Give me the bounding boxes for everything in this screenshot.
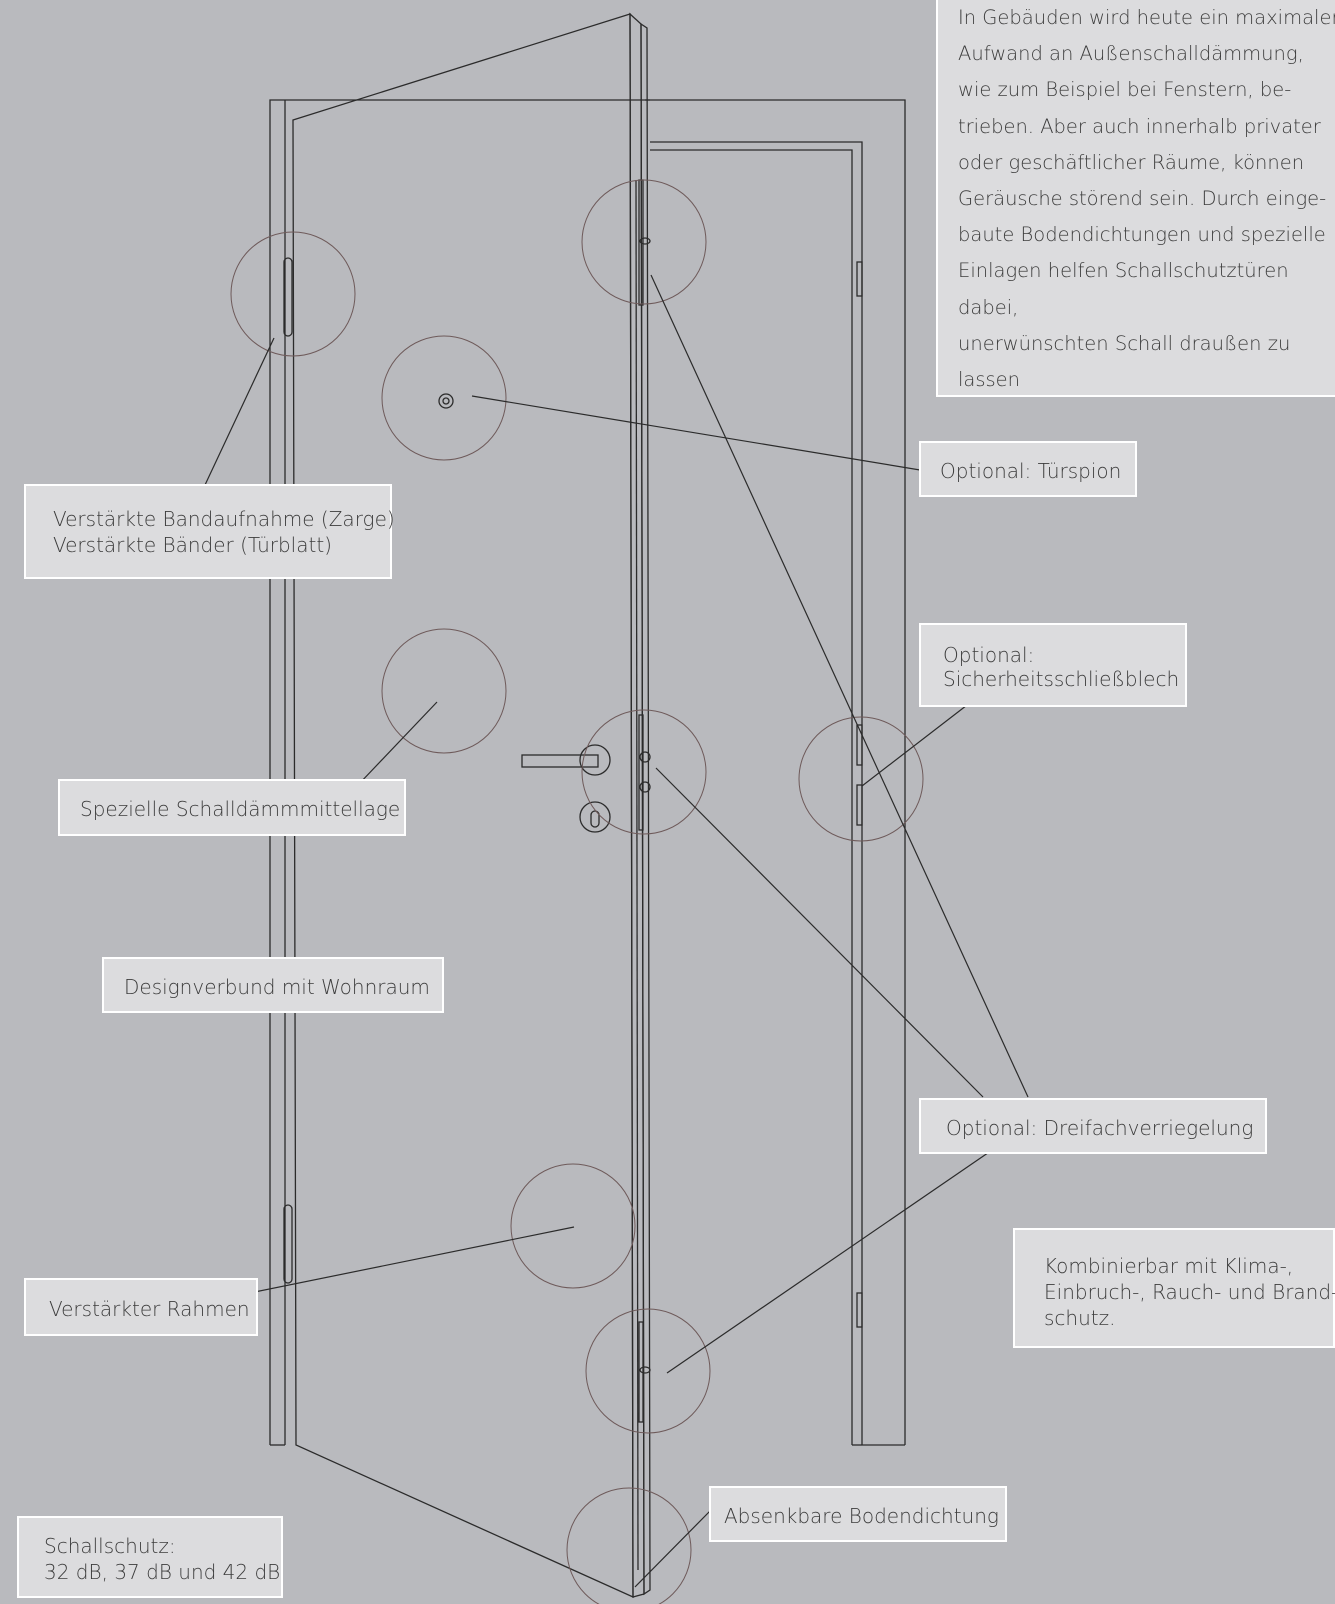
lock-bolts [638,179,863,1423]
callout-schallschutz: Schallschutz: 32 dB, 37 dB und 42 dB [17,1516,283,1598]
callout-rahmen: Verstärkter Rahmen [24,1278,258,1336]
leader-lines [196,274,1029,1588]
callout-mittellage-label: Spezielle Schalldämmmittellage [80,797,401,821]
callout-kombinierbar-line3: schutz. [1044,1306,1116,1330]
circle-peephole [381,335,507,461]
circle-floor-seal [566,1487,692,1604]
callout-rahmen-label: Verstärkter Rahmen [49,1297,250,1321]
callout-tuerspion: Optional: Türspion [919,441,1137,497]
callout-tuerspion-label: Optional: Türspion [940,459,1122,483]
callout-bandaufnahme-line1: Verstärkte Bandaufnahme (Zarge) [53,507,395,531]
circle-core-layer [381,628,507,754]
peephole-icon [438,393,454,409]
hinges [283,257,863,1328]
callout-schliessblech-line2: Sicherheitsschließblech [943,667,1180,691]
door-handle-icon [521,744,611,833]
circle-bolt-top [581,179,707,305]
callout-schallschutz-line1: Schallschutz: [44,1534,176,1558]
circle-frame [510,1163,636,1289]
callout-dreifachverriegelung-label: Optional: Dreifachverriegelung [946,1116,1254,1140]
callout-bandaufnahme-line2: Verstärkte Bänder (Türblatt) [53,533,332,557]
door-frame [269,99,906,1446]
callout-designverbund-label: Designverbund mit Wohnraum [124,975,430,999]
callout-schliessblech-line1: Optional: [943,643,1035,667]
callout-dreifachverriegelung: Optional: Dreifachverriegelung [919,1098,1267,1154]
callout-bandaufnahme: Verstärkte Bandaufnahme (Zarge) Verstärk… [24,484,395,579]
callout-schallschutz-line2: 32 dB, 37 dB und 42 dB [44,1560,281,1584]
circle-bolt-bottom [585,1308,711,1434]
callout-mittellage: Spezielle Schalldämmmittellage [58,779,406,836]
circle-hinge-top [230,231,356,357]
callout-kombinierbar-line2: Einbruch-, Rauch- und Brand- [1044,1280,1335,1304]
callout-bodendichtung-label: Absenkbare Bodendichtung [724,1504,999,1528]
highlight-circles [230,179,924,1604]
callout-schliessblech: Optional: Sicherheitsschließblech [919,623,1187,707]
circle-strike-plate [798,716,924,842]
callout-designverbund: Designverbund mit Wohnraum [102,957,444,1013]
callout-kombinierbar-line1: Kombinierbar mit Klima-, [1044,1254,1294,1278]
intro-text-box: In Gebäuden wird heute ein maximaler Auf… [936,0,1335,397]
circle-lock-middle [581,709,707,835]
callout-bodendichtung: Absenkbare Bodendichtung [709,1486,1007,1542]
callout-kombinierbar: Kombinierbar mit Klima-, Einbruch-, Rauc… [1013,1228,1335,1348]
